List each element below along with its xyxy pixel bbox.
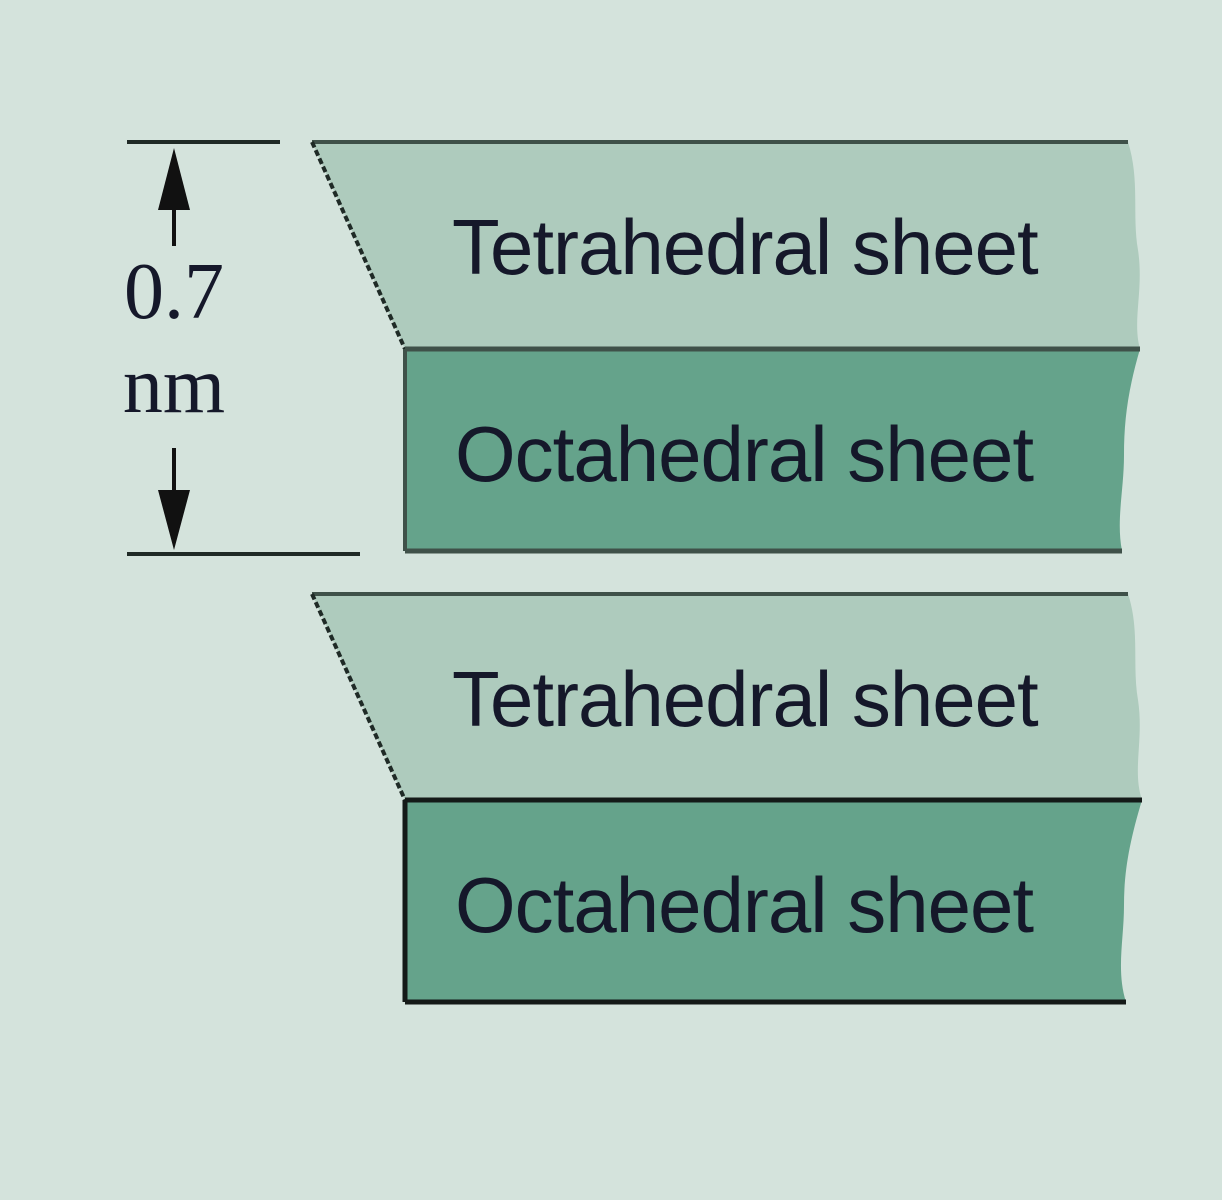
octahedral-sheet-1-shape (405, 349, 1140, 551)
tetrahedral-sheet-2-shape (312, 594, 1142, 800)
dimension-value-label: 0.7 (124, 248, 224, 336)
tetrahedral-sheet-2-label: Tetrahedral sheet (452, 655, 1039, 743)
tetrahedral-sheet-1-label: Tetrahedral sheet (452, 203, 1039, 291)
dimension-marker (127, 140, 360, 556)
tetrahedral-sheet-1-shape (312, 142, 1140, 349)
octahedral-sheet-1-label: Octahedral sheet (455, 410, 1034, 498)
octahedral-sheet-2-label: Octahedral sheet (455, 861, 1034, 949)
dimension-unit-label: nm (122, 342, 226, 430)
octahedral-sheet-2-shape (405, 800, 1142, 1002)
